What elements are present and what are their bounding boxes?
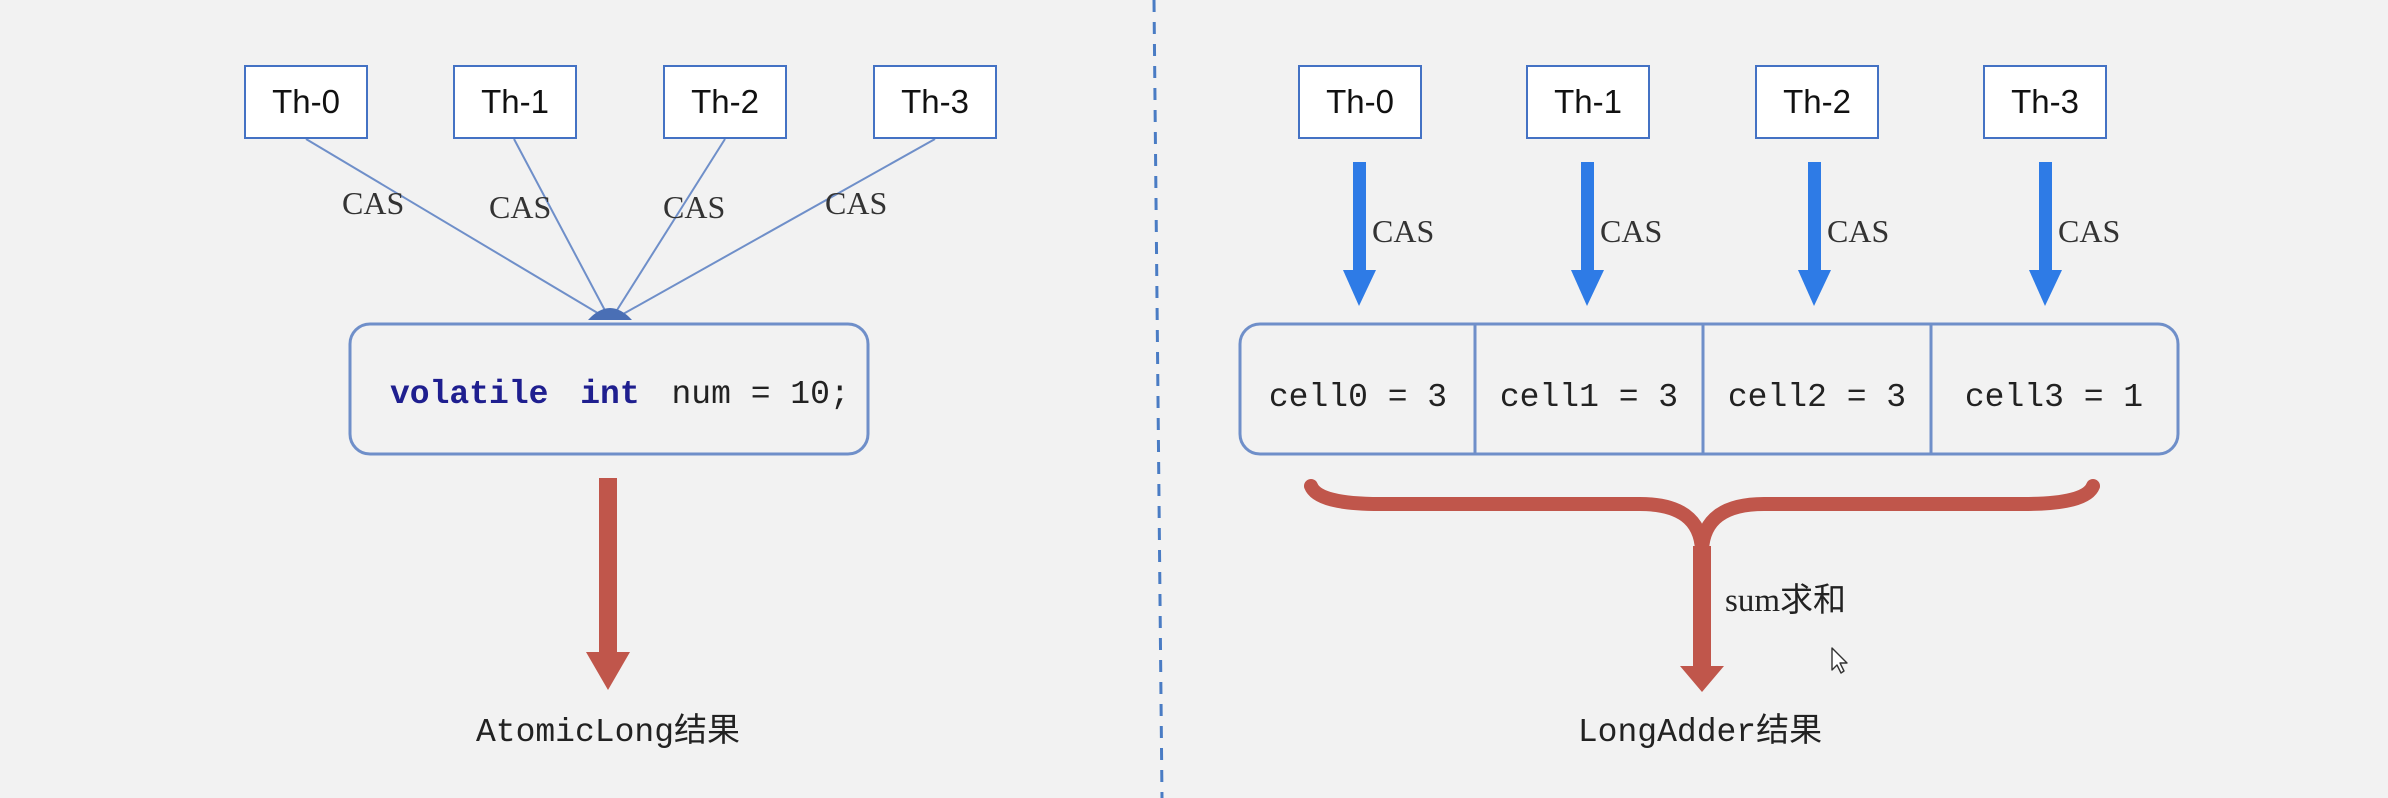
left-thread-th0: Th-0 <box>244 65 368 139</box>
atomiclong-section: Th-0 Th-1 Th-2 Th-3 CAS CAS CAS CAS vola… <box>244 65 997 751</box>
blue-arrow-th3 <box>2029 162 2062 306</box>
mouse-pointer-icon <box>1831 647 1848 674</box>
longadder-result-label: LongAdder结果 <box>1578 712 1822 751</box>
code-keyword-volatile: volatile <box>390 376 548 413</box>
thread-label: Th-3 <box>2011 83 2079 120</box>
cas-lines <box>305 138 936 319</box>
cas-label-th3: CAS <box>2058 213 2120 249</box>
longadder-result-arrow <box>1680 546 1724 692</box>
cell-0: cell0 = 3 <box>1269 379 1447 416</box>
cas-label-th2: CAS <box>663 189 725 225</box>
code-expression: num = 10; <box>671 376 849 413</box>
thread-label: Th-1 <box>481 83 549 120</box>
center-divider <box>1152 0 1164 798</box>
cas-label-th1: CAS <box>1600 213 1662 249</box>
right-thread-th1: Th-1 <box>1526 65 1650 139</box>
thread-label: Th-0 <box>1326 83 1394 120</box>
blue-arrow-th2 <box>1798 162 1831 306</box>
blue-arrow-th0 <box>1343 162 1376 306</box>
cas-label-th0: CAS <box>1372 213 1434 249</box>
blue-cas-arrows <box>1343 162 2062 306</box>
cell-2: cell2 = 3 <box>1728 379 1906 416</box>
thread-label: Th-2 <box>1783 83 1851 120</box>
right-thread-th3: Th-3 <box>1983 65 2107 139</box>
left-thread-th1: Th-1 <box>453 65 577 139</box>
left-thread-th2: Th-2 <box>663 65 787 139</box>
longadder-section: Th-0 Th-1 Th-2 Th-3 <box>1238 65 2180 751</box>
cell-1: cell1 = 3 <box>1500 379 1678 416</box>
cas-line-th1 <box>513 138 610 319</box>
cas-label-th3: CAS <box>825 185 887 221</box>
cas-label-th0: CAS <box>342 185 404 221</box>
thread-label: Th-3 <box>901 83 969 120</box>
thread-label: Th-2 <box>691 83 759 120</box>
code-box <box>348 322 870 456</box>
cas-line-th3 <box>615 138 936 319</box>
cas-label-th2: CAS <box>1827 213 1889 249</box>
right-thread-th2: Th-2 <box>1755 65 1879 139</box>
sum-label: sum求和 <box>1725 582 1846 619</box>
cell-dividers <box>1473 324 1933 454</box>
left-thread-th3: Th-3 <box>873 65 997 139</box>
cas-line-th0 <box>305 138 607 319</box>
right-thread-th0: Th-0 <box>1298 65 1422 139</box>
cell-3: cell3 = 1 <box>1965 379 2143 416</box>
atomiclong-result-arrow <box>586 478 630 690</box>
blue-arrow-th1 <box>1571 162 1604 306</box>
atomiclong-result-label: AtomicLong结果 <box>476 712 740 751</box>
cas-line-th2 <box>611 138 726 319</box>
convergence-arrowheads <box>588 308 632 320</box>
cas-label-th1: CAS <box>489 189 551 225</box>
thread-label: Th-1 <box>1554 83 1622 120</box>
sum-brace <box>1304 479 2100 557</box>
code-line: volatile int num = 10; <box>390 376 850 413</box>
thread-label: Th-0 <box>272 83 340 120</box>
code-keyword-int: int <box>580 376 639 413</box>
